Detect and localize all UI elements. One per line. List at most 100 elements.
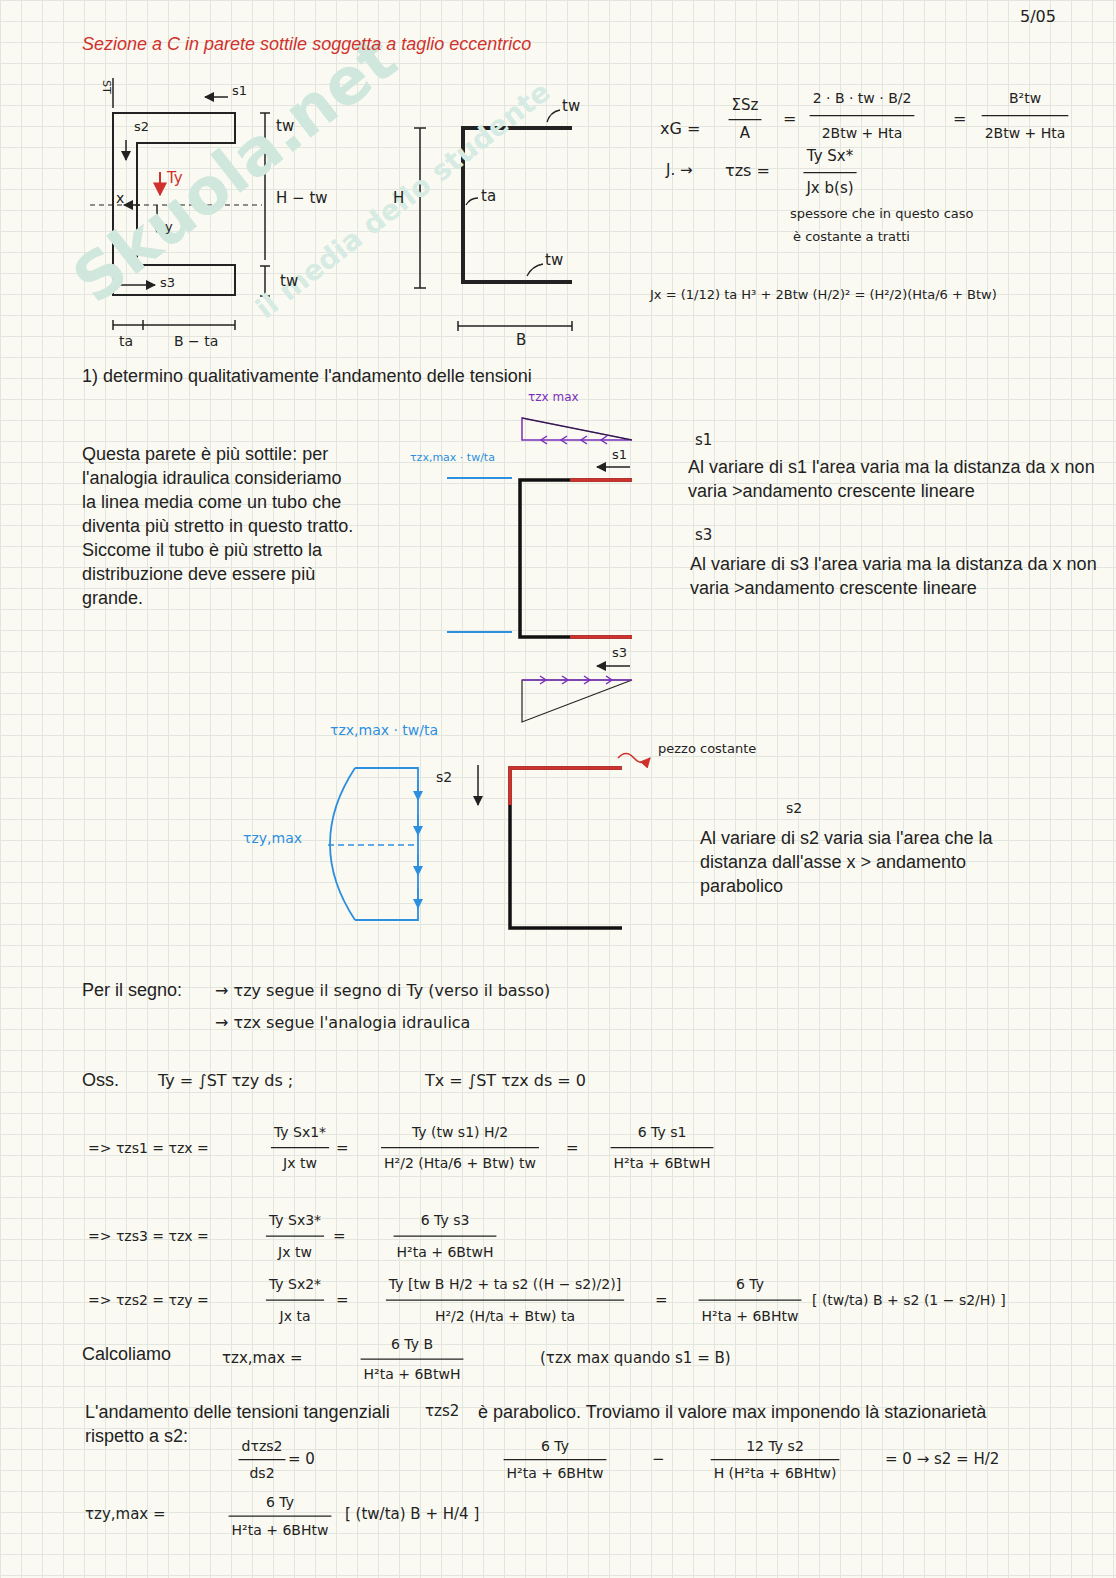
formula-label: s1 — [695, 432, 712, 449]
note-text: rispetto a s2: — [85, 1426, 188, 1447]
formula-label: s2 — [134, 120, 149, 135]
fraction-bar — [266, 1299, 324, 1300]
formula-label: H²ta + 6BtwH — [397, 1244, 494, 1260]
formula-label: Jx = (1/12) ta H³ + 2Btw (H/2)² = (H²/2)… — [650, 288, 997, 303]
formula-label: τzx,max · tw/ta — [410, 452, 495, 465]
formula-label: y — [165, 220, 173, 235]
formula-label: 2Btw + Hta — [822, 125, 903, 141]
note-text: Oss. — [82, 1070, 119, 1091]
note-text: L'andamento delle tensioni tangenziali — [85, 1402, 390, 1423]
fraction-bar — [229, 1515, 332, 1516]
formula-label: H²ta + 6BHtw — [232, 1522, 329, 1538]
fraction-bar — [810, 115, 915, 116]
fraction-bar — [271, 1147, 329, 1148]
fraction-bar — [386, 1299, 624, 1300]
formula-label: Tx = ∫ST τzx ds = 0 — [425, 1072, 586, 1090]
formula-label: => τzs2 = τzy = — [88, 1292, 209, 1308]
formula-label: Ty = ∫ST τzy ds ; — [158, 1072, 293, 1090]
formula-label: A — [740, 125, 750, 142]
formula-label: 6 Ty B — [391, 1336, 433, 1352]
formula-label: B²tw — [1009, 90, 1041, 106]
fraction-bar — [239, 1459, 286, 1460]
formula-label: => τzs1 = τzx = — [88, 1140, 209, 1156]
formula-label: xG = — [660, 120, 700, 138]
formula-label: 6 Ty — [266, 1494, 294, 1510]
formula-label: 6 Ty — [736, 1276, 764, 1292]
formula-label: J. → — [666, 162, 693, 179]
formula-label: s3 — [612, 646, 627, 661]
note-text: Al variare di s1 l'area varia ma la dist… — [688, 455, 1108, 503]
formula-label: H — [393, 190, 404, 207]
formula-label: s3 — [695, 527, 712, 544]
formula-label: H − tw — [276, 190, 328, 207]
formula-label: τzs2 — [425, 1403, 459, 1420]
page-title: Sezione a C in parete sottile soggetta a… — [82, 34, 531, 55]
note-text: 1) determino qualitativamente l'andament… — [82, 366, 532, 387]
formula-label: spessore che in questo caso — [790, 207, 974, 222]
formula-label: τzs = — [725, 162, 770, 180]
formula-label: = — [336, 1292, 349, 1309]
formula-label: ds2 — [249, 1465, 274, 1481]
watermark: Skuola.net — [60, 22, 410, 318]
formula-label: = — [783, 110, 796, 128]
formula-label: Ty Sx1* — [274, 1124, 326, 1140]
formula-label: → τzy segue il segno di Ty (verso il bas… — [215, 982, 550, 1000]
formula-label: 6 Ty — [541, 1438, 569, 1454]
formula-label: s1 — [232, 84, 247, 99]
formula-label: ta — [119, 333, 133, 349]
formula-label: H²ta + 6BHtw — [702, 1308, 799, 1324]
formula-label: H²/2 (H/ta + Btw) ta — [435, 1308, 575, 1324]
formula-label: H²ta + 6BtwH — [364, 1366, 461, 1382]
note-text: Calcoliamo — [82, 1344, 171, 1365]
fraction-bar — [699, 1299, 802, 1300]
fraction-bar — [711, 1459, 840, 1460]
fraction-bar — [611, 1147, 714, 1148]
formula-label: Ty [tw B H/2 + ta s2 ((H − s2)/2)] — [389, 1276, 621, 1292]
formula-label: = — [566, 1140, 579, 1157]
fraction-bar — [729, 119, 762, 120]
formula-label: H²ta + 6BtwH — [614, 1155, 711, 1171]
formula-label: B — [516, 332, 526, 349]
formula-label: tw — [276, 118, 294, 135]
formula-label: 6 Ty s3 — [421, 1212, 470, 1228]
formula-label: 6 Ty s1 — [638, 1124, 687, 1140]
formula-label: − — [652, 1451, 665, 1468]
formula-label: = — [655, 1292, 668, 1309]
formula-label: τzx,max · tw/ta — [330, 722, 438, 738]
formula-label: s1 — [612, 448, 627, 463]
note-text: Questa parete è più sottile: per l'analo… — [82, 442, 357, 610]
formula-label: H (H²ta + 6BHtw) — [714, 1465, 837, 1481]
fraction-bar — [266, 1235, 324, 1236]
formula-label: = 0 → s2 = H/2 — [885, 1451, 999, 1468]
formula-label: Ty — [167, 170, 183, 187]
formula-label: τzx max — [528, 391, 579, 405]
formula-label: (τzx max quando s1 = B) — [540, 1350, 731, 1367]
note-text: Al variare di s3 l'area varia ma la dist… — [690, 552, 1110, 600]
formula-label: = — [333, 1228, 346, 1245]
formula-label: Ty Sx2* — [269, 1276, 321, 1292]
formula-label: dτzs2 — [242, 1438, 283, 1454]
formula-label: Ty Sx3* — [269, 1212, 321, 1228]
formula-label: = — [953, 110, 966, 128]
formula-label: τzy,max = — [85, 1506, 166, 1523]
formula-label: Jx ta — [280, 1308, 311, 1324]
formula-label: → τzx segue l'analogia idraulica — [215, 1014, 470, 1032]
formula-label: [ (tw/ta) B + s2 (1 − s2/H) ] — [812, 1292, 1006, 1308]
formula-label: ta — [481, 188, 496, 205]
formula-label: τzy,max — [243, 830, 302, 846]
formula-label: H²ta + 6BHtw — [507, 1465, 604, 1481]
formula-label: Ty Sx* — [807, 148, 853, 165]
formula-label: 2 · B · tw · B/2 — [813, 90, 912, 106]
formula-label: pezzo costante — [658, 742, 756, 757]
formula-label: tw — [562, 98, 580, 115]
tau-zy-diagram — [328, 754, 650, 929]
note-text: Al variare di s2 varia sia l'area che la… — [700, 826, 1010, 898]
note-text: è parabolico. Troviamo il valore max imp… — [478, 1402, 986, 1423]
fraction-bar — [803, 172, 856, 173]
formula-label: ST — [99, 80, 112, 94]
note-text: Per il segno: — [82, 980, 182, 1001]
fraction-bar — [394, 1235, 497, 1236]
formula-label: s3 — [160, 276, 175, 291]
formula-label: 12 Ty s2 — [746, 1438, 804, 1454]
